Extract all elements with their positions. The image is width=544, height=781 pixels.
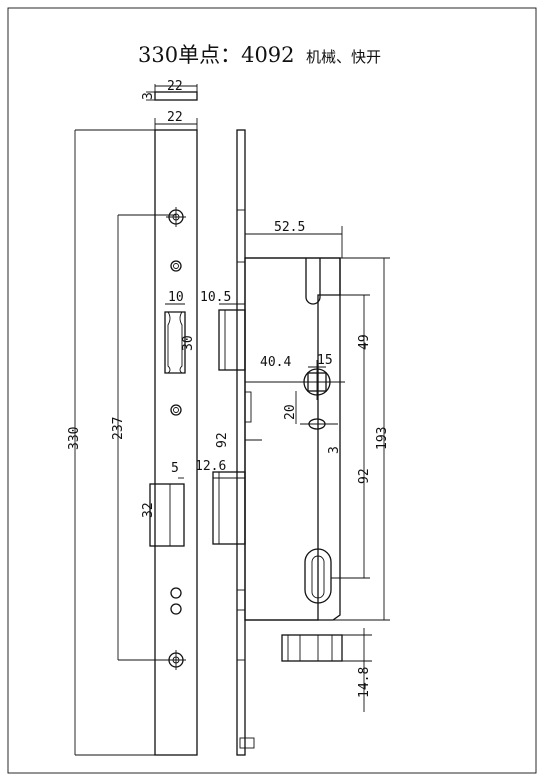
dim-spindle-gap: 20 — [283, 404, 298, 420]
dim-plate-width-top: 22 — [167, 79, 183, 94]
hole-lower-1 — [170, 587, 182, 599]
hole-middle — [170, 404, 182, 416]
deadbolt — [212, 471, 246, 545]
dim-spindle-size: 15 — [317, 353, 333, 368]
dim-deadbolt-slot-width: 5 — [171, 461, 179, 476]
latch-slot — [164, 311, 186, 374]
dim-plate-thickness: 3 — [141, 92, 156, 100]
dim-deadbolt-width: 12.6 — [195, 459, 226, 474]
deadbolt-slot — [149, 483, 185, 547]
faceplate-front-view: 22 3 22 330 237 — [67, 79, 198, 756]
dim-deadbolt-slot-height: 32 — [141, 502, 156, 518]
drawing-border — [7, 7, 537, 774]
dim-latch-width: 10.5 — [200, 290, 231, 305]
dim-center-distance-left: 92 — [215, 432, 230, 448]
faceplate-body — [154, 129, 198, 756]
drawing-subtitle: 机械、快开 — [306, 48, 381, 66]
dim-overall-height: 330 — [67, 427, 82, 450]
hole-upper — [170, 260, 182, 272]
lock-body-side-view: 10.5 40.4 15 20 3 92 12.6 52.5 — [195, 129, 390, 756]
dim-upper-offset: 49 — [357, 334, 372, 350]
plate-section — [154, 91, 198, 101]
faceplate-side — [236, 129, 246, 756]
strike-detail: 14.8 — [281, 628, 372, 712]
dim-backset: 52.5 — [274, 220, 305, 235]
dim-plate-width: 22 — [167, 110, 183, 125]
lock-case — [245, 257, 341, 621]
dim-latch-slot-height: 30 — [181, 335, 196, 351]
dim-spindle-small: 3 — [327, 446, 342, 454]
drawing-title: 330单点：4092 — [138, 43, 295, 67]
dim-latch-slot-width: 10 — [168, 290, 184, 305]
case-slot — [305, 258, 321, 305]
strike-block — [281, 634, 343, 662]
dim-hole-span: 237 — [111, 417, 126, 440]
latch-bolt — [218, 309, 246, 371]
cylinder-keyhole — [304, 548, 332, 604]
dim-spindle-center: 40.4 — [260, 355, 291, 370]
dim-strike-thickness: 14.8 — [357, 667, 372, 698]
dim-center-distance: 92 — [357, 468, 372, 484]
hole-lower-2 — [170, 603, 182, 615]
dim-body-height: 193 — [375, 427, 390, 450]
